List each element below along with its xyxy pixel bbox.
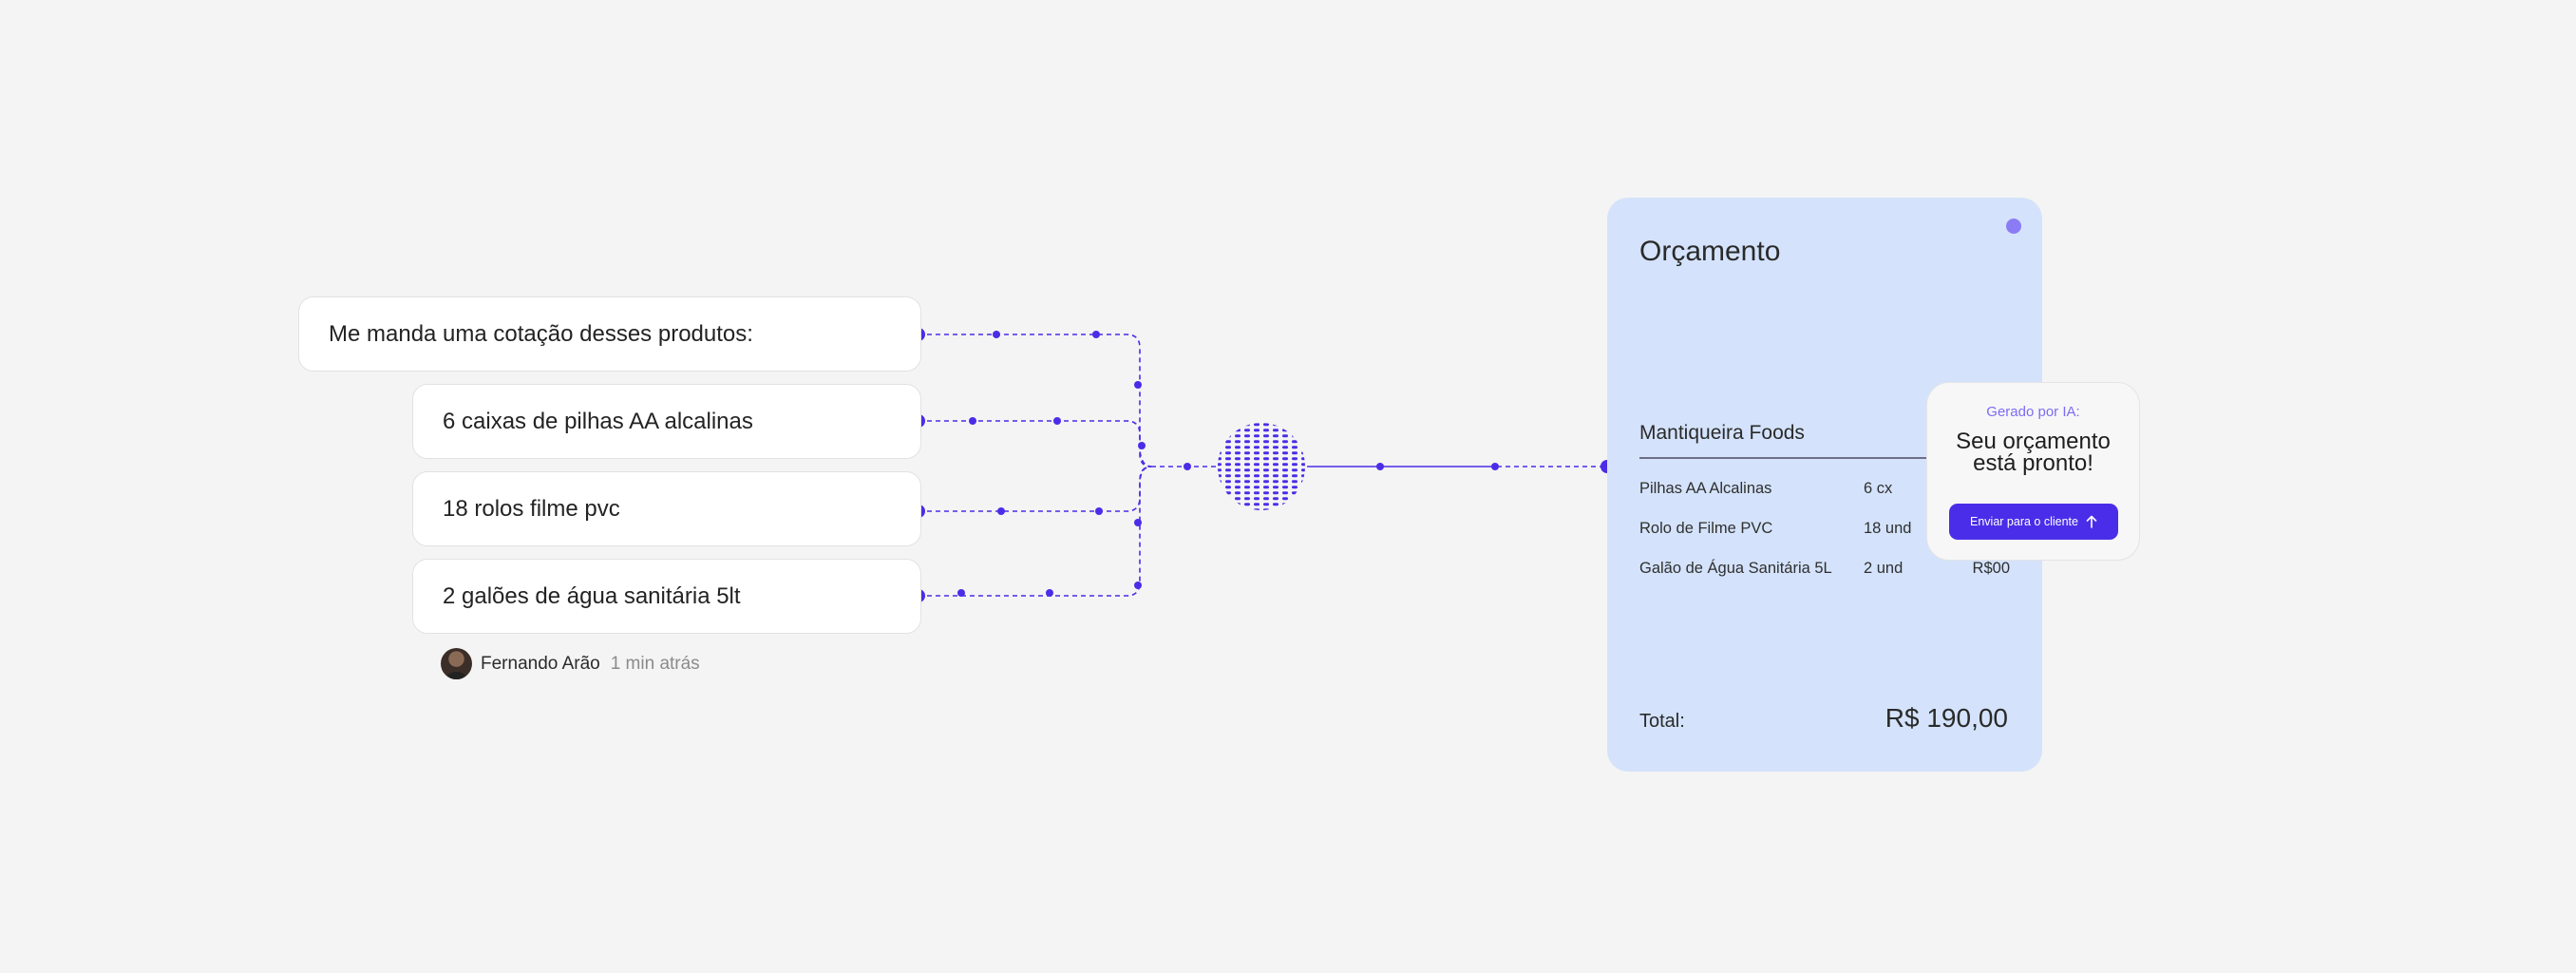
path-dot	[1134, 519, 1142, 526]
path-dot	[1053, 417, 1061, 425]
message-text: 2 galões de água sanitária 5lt	[443, 582, 741, 609]
item-qty: 6 cx	[1864, 480, 1893, 497]
status-dot	[2006, 219, 2021, 234]
ai-orb-icon	[1218, 423, 1305, 510]
path-dot	[1376, 463, 1384, 470]
total-label: Total:	[1639, 711, 1685, 732]
item-qty: 2 und	[1864, 560, 1904, 577]
quote-title: Orçamento	[1639, 236, 1781, 267]
connector-line-1	[919, 334, 1152, 467]
path-dot	[1095, 507, 1103, 515]
path-dot	[1092, 331, 1100, 338]
send-to-client-button[interactable]: Enviar para o cliente	[1949, 504, 2118, 540]
chat-message-item: 6 caixas de pilhas AA alcalinas	[412, 384, 921, 459]
path-dot	[1184, 463, 1191, 470]
author-name: Fernando Arão	[481, 653, 600, 674]
message-text: 6 caixas de pilhas AA alcalinas	[443, 408, 753, 434]
avatar	[441, 648, 472, 679]
path-dot	[957, 589, 965, 597]
item-price: R$00	[1972, 560, 2010, 577]
path-dot	[1138, 442, 1146, 449]
arrow-up-icon	[2086, 515, 2097, 528]
chat-message-item: 18 rolos filme pvc	[412, 471, 921, 546]
ai-label: Gerado por IA:	[1986, 404, 2080, 420]
item-name: Galão de Água Sanitária 5L	[1639, 560, 1832, 577]
chat-message-request: Me manda uma cotação desses produtos:	[298, 296, 921, 372]
path-dot	[1491, 463, 1499, 470]
path-dot	[1046, 589, 1053, 597]
path-dot	[993, 331, 1000, 338]
message-text: Me manda uma cotação desses produtos:	[329, 320, 753, 347]
path-dot	[1134, 381, 1142, 389]
ai-generated-popup: Gerado por IA: Seu orçamento está pronto…	[1926, 382, 2140, 561]
message-text: 18 rolos filme pvc	[443, 495, 620, 522]
divider	[1639, 457, 2010, 459]
company-name: Mantiqueira Foods	[1639, 422, 1805, 444]
item-qty: 18 und	[1864, 520, 1912, 537]
item-name: Pilhas AA Alcalinas	[1639, 480, 1772, 497]
send-button-label: Enviar para o cliente	[1970, 515, 2078, 528]
path-dot	[997, 507, 1005, 515]
connector-line-3	[919, 466, 1152, 512]
total-value: R$ 190,00	[1885, 703, 2008, 733]
ai-headline: Seu orçamento está pronto!	[1956, 429, 2111, 476]
message-timestamp: 1 min atrás	[610, 653, 700, 674]
path-dot	[969, 417, 976, 425]
item-name: Rolo de Filme PVC	[1639, 520, 1773, 537]
message-author: Fernando Arão 1 min atrás	[441, 648, 700, 679]
connector-line-2	[919, 420, 1152, 467]
chat-message-item: 2 galões de água sanitária 5lt	[412, 559, 921, 634]
path-dot	[1134, 582, 1142, 589]
connector-line-4	[919, 466, 1152, 597]
